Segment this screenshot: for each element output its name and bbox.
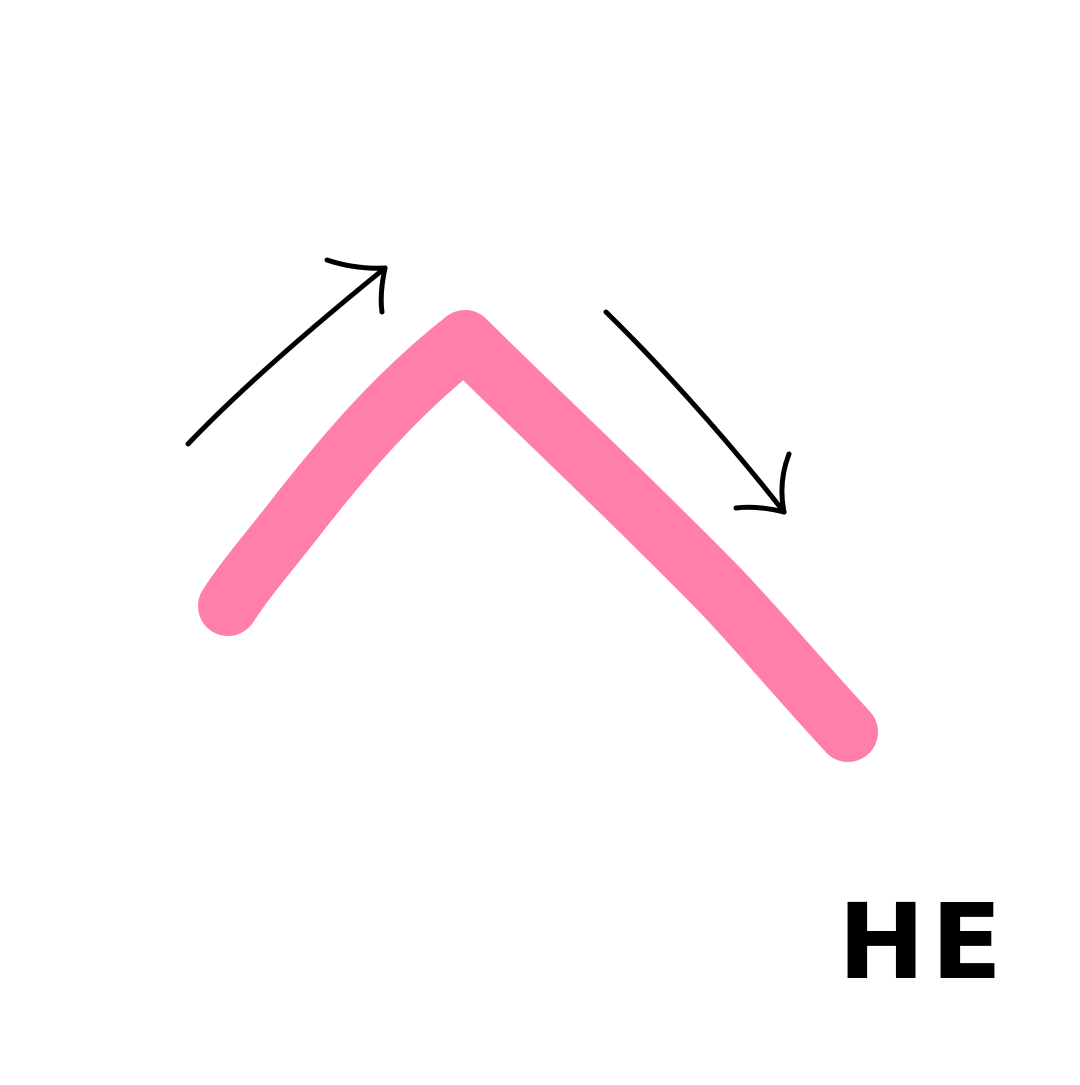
romanization-label: HE	[838, 881, 1009, 1003]
arrow-up-right-icon	[185, 257, 388, 447]
arrow-down-right-icon	[603, 309, 792, 515]
kana-stroke	[198, 310, 878, 762]
